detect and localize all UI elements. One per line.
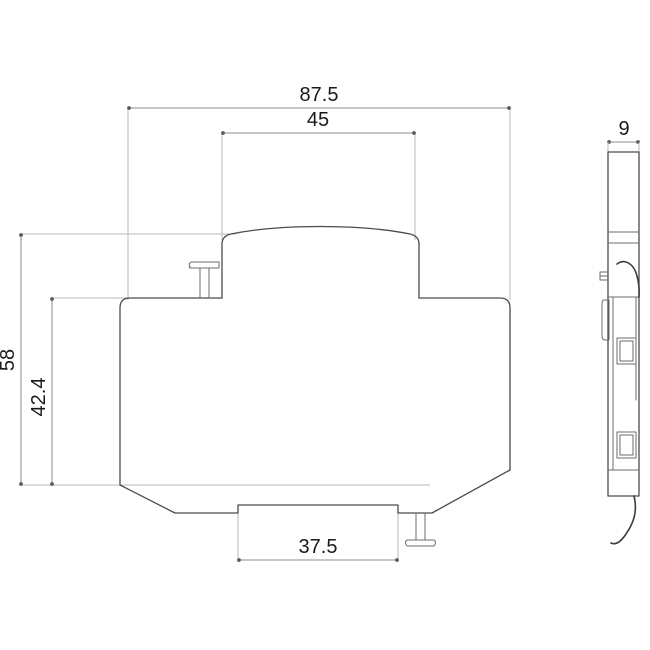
lead-wire-top [616,260,640,298]
din-rail-clip [601,299,610,341]
dim-label-overall-width: 87.5 [300,84,339,106]
dimension-lines [19,106,640,562]
side-view-body [599,151,640,545]
front-view-body [119,225,511,514]
dimension-labels: 87.5 45 58 42.4 37.5 9 [0,84,630,558]
terminal-window-upper [616,337,637,365]
terminal-window-lower [616,431,637,459]
lead-wire-bottom [610,495,637,545]
dim-label-upper-body-width: 45 [307,109,329,131]
dim-label-body-height: 42.4 [28,378,50,417]
extension-lines-front [21,108,511,562]
dim-label-overall-height: 58 [0,349,19,371]
t-pin-top [188,261,220,299]
dim-label-depth: 9 [618,118,629,140]
dim-label-base-width: 37.5 [299,536,338,558]
t-pin-bottom [405,512,436,547]
